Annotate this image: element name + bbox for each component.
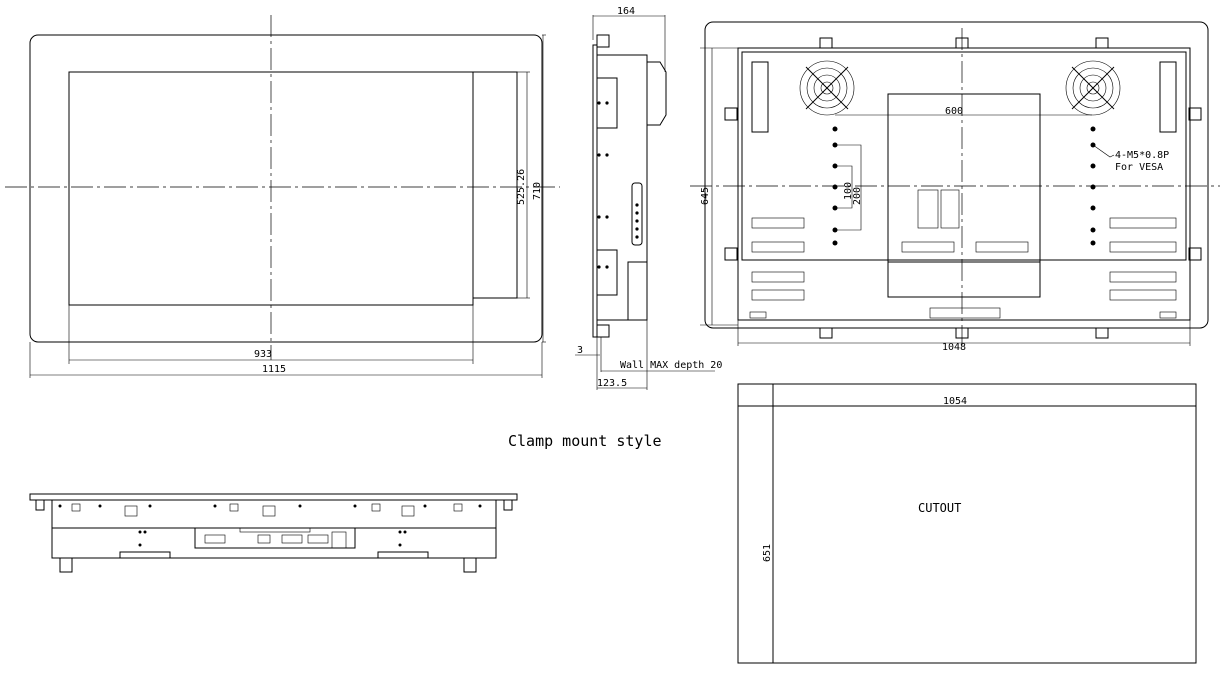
- dim-164: 164: [617, 6, 635, 17]
- vesa-note-line1: 4-M5*0.8P: [1115, 150, 1169, 161]
- dim-3: 3: [577, 345, 583, 356]
- front-bezel-outline: [29, 34, 543, 343]
- clamp-mount-title: Clamp mount style: [508, 432, 662, 450]
- bottom-view: [29, 493, 518, 573]
- dim-200: 200: [852, 187, 863, 205]
- dim-1054: 1054: [943, 396, 967, 407]
- dim-645: 645: [700, 187, 711, 205]
- dim-600: 600: [945, 106, 963, 117]
- cutout-outline: [737, 383, 1197, 664]
- rear-view: 600 100 200 4-M5*0.8P For VESA 645 1048: [690, 21, 1220, 353]
- vent-grilles: [749, 189, 1177, 319]
- cutout-label: CUTOUT: [918, 501, 961, 515]
- front-view: 933 1115 525.26 710: [5, 15, 560, 378]
- dim-710: 710: [532, 182, 543, 200]
- vesa-note-line2: For VESA: [1115, 162, 1163, 173]
- fan-right: [1065, 60, 1121, 116]
- wall-depth-note: Wall MAX depth 20: [620, 360, 722, 371]
- cutout-view: 1054 651 CUTOUT: [737, 383, 1197, 664]
- dim-1115: 1115: [262, 364, 286, 375]
- dim-651: 651: [762, 544, 773, 562]
- side-view: 164 3 Wall MAX depth 20 123.5: [575, 6, 722, 390]
- dim-123-5: 123.5: [597, 378, 627, 389]
- dim-100: 100: [843, 182, 854, 200]
- front-side-panel: [472, 71, 518, 299]
- dim-525-26: 525.26: [516, 169, 527, 205]
- dim-1048: 1048: [942, 342, 966, 353]
- fan-left: [799, 60, 855, 116]
- dim-933: 933: [254, 349, 272, 360]
